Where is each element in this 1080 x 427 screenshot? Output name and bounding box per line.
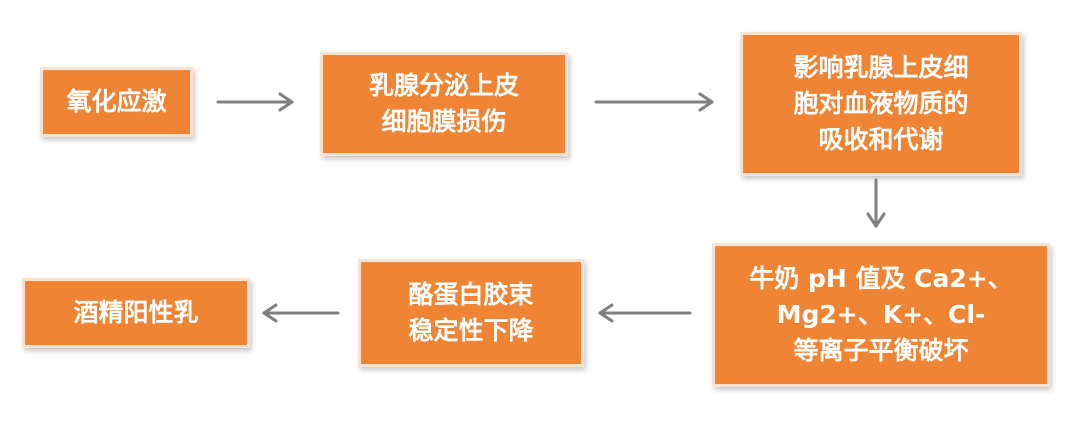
arrow-right-1: [216, 92, 294, 112]
node-label-line: Mg2+、K+、Cl-: [776, 300, 986, 329]
node-label-line: 乳腺分泌上皮: [368, 71, 519, 100]
node-alcohol-milk: 酒精阳性乳: [22, 278, 250, 348]
node-label: 酒精阳性乳: [73, 298, 199, 327]
node-ion-balance: 牛奶 pH 值及 Ca2+、 Mg2+、K+、Cl- 等离子平衡破坏: [712, 243, 1050, 387]
arrow-right-2: [594, 92, 714, 112]
node-label: 氧化应激: [66, 87, 167, 116]
node-label-line: 胞对血液物质的: [793, 89, 969, 118]
node-label-line: 稳定性下降: [408, 316, 534, 345]
node-label-line: 细胞膜损伤: [381, 107, 507, 136]
node-absorption-effect: 影响乳腺上皮细 胞对血液物质的 吸收和代谢: [740, 32, 1022, 176]
node-oxidative-stress: 氧化应激: [40, 67, 193, 137]
node-label-line: 影响乳腺上皮细: [793, 53, 969, 82]
arrow-left-2: [262, 303, 340, 323]
node-label-line: 等离子平衡破坏: [793, 336, 969, 365]
node-casein-instability: 酪蛋白胶束 稳定性下降: [358, 259, 584, 367]
node-label-line: 牛奶 pH 值及 Ca2+、: [749, 264, 1013, 293]
node-epithelial-damage: 乳腺分泌上皮 细胞膜损伤: [320, 52, 568, 156]
arrow-left-1: [598, 303, 692, 323]
node-label-line: 酪蛋白胶束: [408, 280, 534, 309]
node-label-line: 吸收和代谢: [818, 125, 944, 154]
arrow-down: [866, 178, 886, 228]
